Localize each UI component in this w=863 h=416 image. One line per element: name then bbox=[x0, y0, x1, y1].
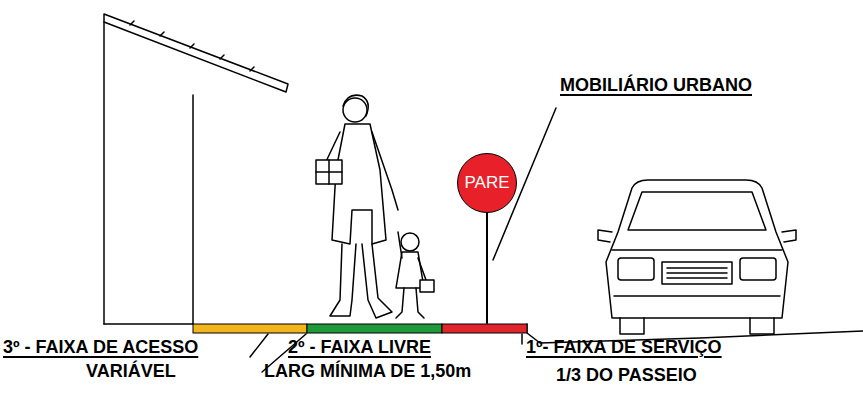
service-band bbox=[442, 324, 527, 333]
sign-pole bbox=[486, 210, 488, 323]
car bbox=[598, 180, 796, 334]
sign-text: PARE bbox=[464, 173, 509, 193]
building-wall bbox=[103, 22, 105, 324]
band-note: VARIÁVEL bbox=[86, 362, 176, 382]
awning-tiles bbox=[130, 21, 254, 71]
leader-line bbox=[521, 334, 523, 344]
building-facade bbox=[192, 95, 194, 324]
floor-line bbox=[104, 323, 193, 325]
band-title: 3º - FAIXA DE ACESSO bbox=[3, 338, 198, 358]
band-title: 2º - FAIXA LIVRE bbox=[288, 338, 431, 358]
band-note: LARG MÍNIMA DE 1,50m bbox=[264, 362, 471, 382]
band-title: 1º- FAIXA DE SERVIÇO bbox=[526, 338, 722, 358]
awning bbox=[104, 14, 288, 92]
band-note: 1/3 DO PASSEIO bbox=[556, 366, 697, 386]
furniture-label: MOBILIÁRIO URBANO bbox=[560, 76, 752, 96]
leader-line bbox=[250, 334, 268, 357]
child-figure bbox=[396, 232, 434, 318]
free-band bbox=[307, 324, 442, 333]
access-band bbox=[193, 324, 307, 333]
woman-figure bbox=[316, 95, 398, 318]
stop-sign: PARE bbox=[457, 153, 517, 213]
